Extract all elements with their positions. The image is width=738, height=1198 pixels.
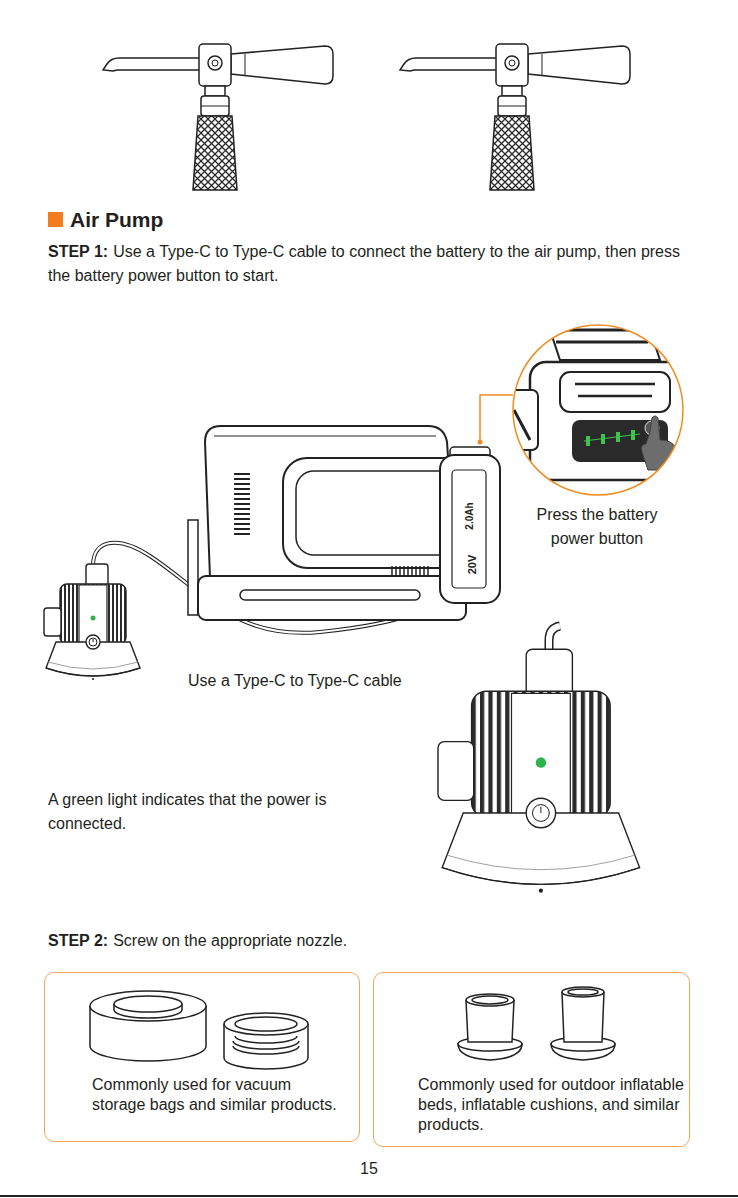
callout-note: Press the battery power button [516,503,678,551]
usage-box: Commonly used for outdoor inflatable bed… [373,972,690,1147]
section-heading: Air Pump [70,207,163,233]
usage-text: Commonly used for vacuum storage bags an… [92,1075,342,1115]
battery-capacity: 2.0Ah [464,492,476,540]
step-paragraph: STEP 1:Use a Type-C to Type-C cable to c… [48,240,698,288]
indicator-note: A green light indicates that the power i… [48,788,393,836]
step-label: STEP 2: [48,932,108,949]
step-text: Screw on the appropriate nozzle. [113,932,347,949]
cable-label: Use a Type-C to Type-C cable [188,669,488,693]
step-text: Use a Type-C to Type-C cable to connect … [48,243,680,284]
usage-box: Commonly used for vacuum storage bags an… [44,972,360,1142]
step-label: STEP 1: [48,243,108,260]
step-paragraph: STEP 2: Screw on the appropriate nozzle. [48,929,698,953]
usage-text: Commonly used for outdoor inflatable bed… [418,1075,690,1135]
page-number: 15 [339,1157,399,1181]
battery-voltage: 20V [466,545,479,585]
